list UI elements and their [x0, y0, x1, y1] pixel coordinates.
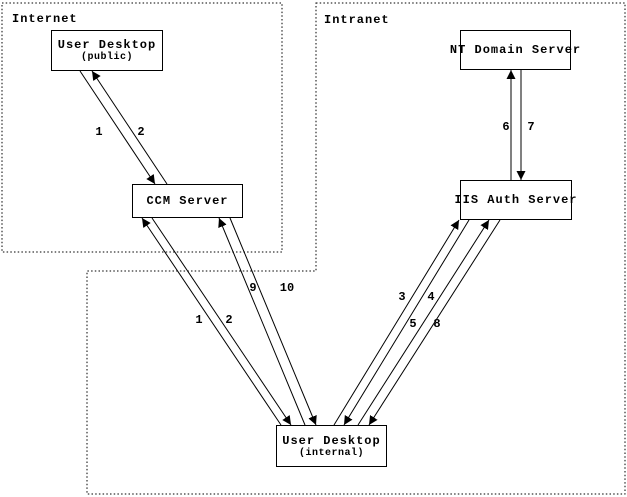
arrow-5-internal-desktop-to-iis: [357, 219, 490, 426]
flow-step-label-1-public: 1: [95, 125, 103, 139]
node-user-desktop-internal: User Desktop (internal): [276, 425, 387, 467]
flow-step-label-6: 6: [502, 120, 510, 134]
arrow-2-ccm-to-public-desktop: [91, 70, 168, 185]
flow-step-label-3: 3: [398, 290, 406, 304]
node-ccm-server: CCM Server: [132, 184, 243, 218]
node-iis-auth-server: IIS Auth Server: [454, 180, 577, 220]
flow-step-label-10: 10: [279, 281, 295, 295]
node-subtitle: (internal): [298, 447, 364, 459]
flow-step-label-8: 8: [433, 317, 441, 331]
flow-step-label-7: 7: [527, 120, 535, 134]
flow-step-label-4: 4: [427, 290, 435, 304]
intranet-zone-label: Intranet: [324, 13, 390, 27]
intranet-zone-border: [86, 2, 626, 495]
node-user-desktop-public: User Desktop (public): [51, 30, 163, 71]
node-title: IIS Auth Server: [454, 193, 578, 207]
node-nt-domain-server: NT Domain Server: [450, 30, 580, 70]
arrow-4-iis-to-internal-desktop: [343, 219, 470, 426]
flow-step-label-1-internal: 1: [195, 313, 203, 327]
node-subtitle: (public): [80, 52, 133, 63]
flow-step-label-2-internal: 2: [225, 313, 233, 327]
flow-step-label-5: 5: [409, 317, 417, 331]
arrow-10-ccm-to-internal-desktop: [229, 217, 317, 426]
flow-step-label-2-public: 2: [137, 125, 145, 139]
arrow-2-ccm-to-internal-desktop: [151, 217, 292, 426]
node-title: NT Domain Server: [449, 43, 582, 57]
node-title: CCM Server: [146, 194, 229, 208]
flow-step-label-9: 9: [249, 281, 257, 295]
arrow-1-internal-desktop-to-ccm: [141, 217, 282, 426]
node-title: User Desktop: [57, 38, 157, 52]
internet-zone-label: Internet: [12, 12, 78, 26]
node-title: User Desktop: [282, 433, 381, 448]
